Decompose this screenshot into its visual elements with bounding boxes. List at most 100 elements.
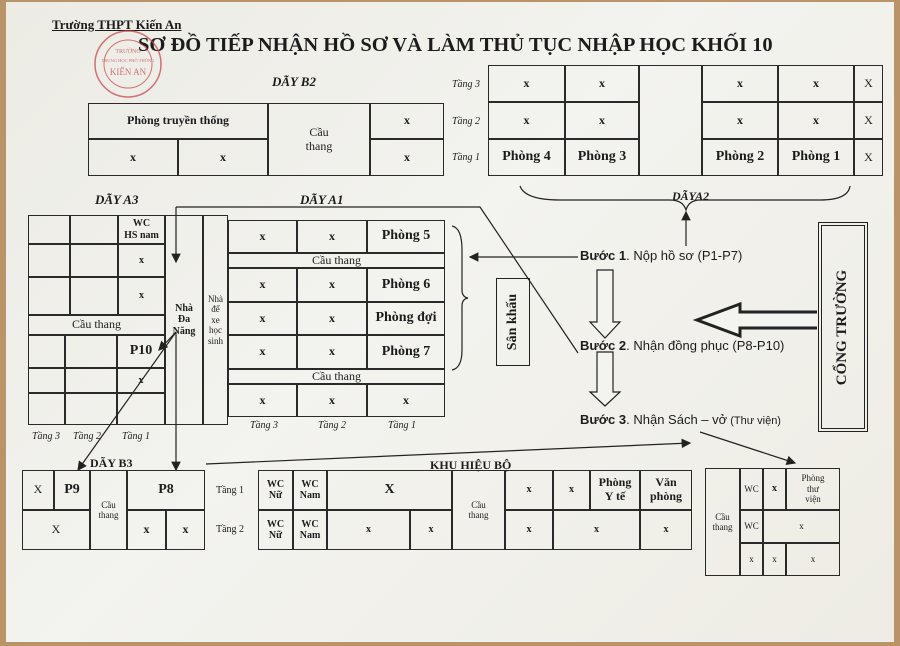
a1-room-cell: Phòng 7 <box>367 335 445 369</box>
library-room-cell: x <box>763 468 786 510</box>
a2-room-cell: x <box>778 102 854 139</box>
empty-room-cell <box>70 215 118 244</box>
b2-room-cell: x <box>178 139 268 176</box>
a3-floor-2: Tầng 2 <box>73 431 102 442</box>
a1-room-cell: x <box>297 268 367 302</box>
library-room-cell: x <box>786 543 840 576</box>
a2-room-cell: X <box>854 139 883 176</box>
a1-room-cell: Cầu thang <box>228 253 445 268</box>
khu-hieu-bo-label: KHU HIỆU BỘ <box>430 458 512 472</box>
a3-room-cell: Cầu thang <box>28 315 165 335</box>
khu-hieu-bo-room-cell: WC Nam <box>293 470 327 510</box>
a2-room-cell: x <box>488 102 565 139</box>
a2-room-cell: X <box>854 102 883 139</box>
empty-room-cell <box>28 215 70 244</box>
a1-floor-2: Tầng 2 <box>318 420 347 431</box>
b3-label: DÃY B3 <box>90 456 133 470</box>
b2-room-cell: x <box>370 139 444 176</box>
a1-room-cell: x <box>297 302 367 335</box>
library-room-cell: x <box>763 543 786 576</box>
step-1-label: Bước 1 <box>580 248 627 263</box>
khu-hieu-bo-room-cell: WC Nữ <box>258 470 293 510</box>
path-step2-to-nha-da-nang <box>176 206 579 354</box>
khu-hieu-bo-room-cell: WC Nam <box>293 510 327 550</box>
a1-floor-1: Tầng 1 <box>388 420 417 431</box>
b2-room-cell: x <box>370 103 444 139</box>
a1-room-cell: Cầu thang <box>228 369 445 384</box>
empty-room-cell <box>70 277 118 315</box>
step-3-label: Bước 3 <box>580 412 627 427</box>
a1-room-cell: x <box>297 335 367 369</box>
a1-room-cell: x <box>297 384 367 417</box>
khu-hieu-bo-room-cell: x <box>327 510 410 550</box>
a2-room-cell: X <box>854 65 883 102</box>
library-room-cell: Phòng thư viện <box>786 468 840 510</box>
a2-room-cell: Phòng 2 <box>702 139 778 176</box>
khu-hieu-bo-room-cell: Cầu thang <box>452 470 505 550</box>
a1-room-cell: x <box>228 302 297 335</box>
b3-room-cell: x <box>127 510 166 550</box>
step-2-text: . Nhận đồng phục (P8-P10) <box>626 338 785 353</box>
empty-room-cell <box>639 65 702 176</box>
step-2-label: Bước 2 <box>580 338 627 353</box>
b3-room-cell: P9 <box>54 470 90 510</box>
step-3: Bước 3. Nhận Sách – vở (Thư viện) <box>580 412 781 427</box>
a3-room-cell: Nhà để xe học sinh <box>203 215 228 425</box>
a3-label: DÃY A3 <box>95 192 139 207</box>
school-gate: CỔNG TRƯỜNG <box>818 222 868 432</box>
arrow-to-library <box>699 431 797 465</box>
a3-room-cell: x <box>118 277 165 315</box>
khb-floor-2: Tầng 2 <box>216 524 245 535</box>
step-3-note: (Thư viện) <box>727 415 781 427</box>
step-3-text: . Nhận Sách – vở <box>626 412 728 427</box>
a1-room-cell: Phòng 5 <box>367 220 445 253</box>
khu-hieu-bo-room-cell: x <box>505 510 553 550</box>
a2-floor-1: Tầng 1 <box>452 152 481 163</box>
a2-room-cell: Phòng 3 <box>565 139 639 176</box>
svg-text:TRƯỜNG: TRƯỜNG <box>115 47 141 55</box>
a1-room-cell: Phòng 6 <box>367 268 445 302</box>
gate-entry-arrow <box>692 301 817 339</box>
khu-hieu-bo-room-cell: Văn phòng <box>640 470 692 510</box>
empty-room-cell <box>65 393 117 425</box>
a1-room-cell: x <box>228 384 297 417</box>
library-room-cell: WC <box>740 468 763 510</box>
empty-room-cell <box>65 335 117 368</box>
school-name: Trường THPT Kiến An <box>52 17 182 32</box>
a1-room-cell: x <box>228 220 297 253</box>
a1-room-cell: x <box>228 335 297 369</box>
a2-room-cell: x <box>702 102 778 139</box>
a1-room-cell: x <box>367 384 445 417</box>
a3-room-cell: Nhà Đa Năng <box>165 215 203 425</box>
khu-hieu-bo-room-cell: x <box>410 510 452 550</box>
a2-floor-2: Tầng 2 <box>452 116 481 127</box>
b3-room-cell: X <box>22 470 54 510</box>
khu-hieu-bo-room-cell: x <box>553 470 590 510</box>
step-1-text: . Nộp hồ sơ (P1-P7) <box>626 248 743 263</box>
library-room-cell: WC <box>740 510 763 543</box>
stage-box: Sân khấu <box>496 278 530 366</box>
library-room-cell: Cầu thang <box>705 468 740 576</box>
khu-hieu-bo-room-cell: x <box>505 470 553 510</box>
empty-room-cell <box>28 335 65 368</box>
khb-floor-1: Tầng 1 <box>216 485 245 496</box>
b2-label: DÃY B2 <box>272 74 316 89</box>
b2-room-cell: Cầu thang <box>268 103 370 176</box>
b3-room-cell: x <box>166 510 205 550</box>
a1-brace <box>451 225 469 371</box>
khu-hieu-bo-room-cell: WC Nữ <box>258 510 293 550</box>
a2-floor-3: Tầng 3 <box>452 79 481 90</box>
a3-room-cell: P10 <box>117 335 165 368</box>
b3-room-cell: X <box>22 510 90 550</box>
library-room-cell: x <box>763 510 840 543</box>
a1-room-cell: x <box>297 220 367 253</box>
a2-brace <box>519 185 851 213</box>
down-arrow-1 <box>588 269 622 339</box>
svg-text:KIẾN AN: KIẾN AN <box>110 67 147 77</box>
a3-floor-3: Tầng 3 <box>32 431 61 442</box>
a1-label: DÃY A1 <box>300 192 344 207</box>
a2-room-cell: x <box>778 65 854 102</box>
a1-room-cell: x <box>228 268 297 302</box>
b3-room-cell: P8 <box>127 470 205 510</box>
